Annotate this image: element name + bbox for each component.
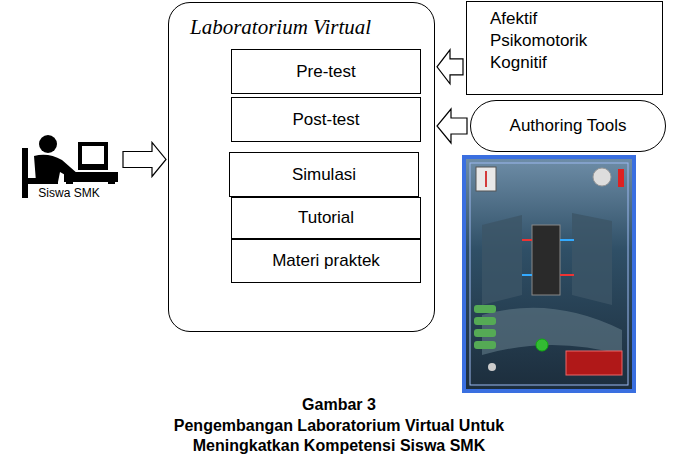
process-box: Post-test bbox=[231, 97, 421, 142]
block-arrow bbox=[123, 142, 166, 176]
box-label: Post-test bbox=[292, 110, 359, 130]
laboratory-box: Laboratorium VirtualPre-testPost-testSim… bbox=[168, 2, 435, 332]
box-label: Tutorial bbox=[298, 208, 354, 228]
domain-box: AfektifPsikomotorikKognitif bbox=[466, 1, 663, 95]
tool-box: Authoring Tools bbox=[470, 100, 666, 152]
box-label: Simulasi bbox=[292, 165, 356, 185]
actor-label: Siswa SMK bbox=[18, 186, 120, 200]
box-label: Authoring Tools bbox=[510, 116, 627, 136]
process-box: Tutorial bbox=[231, 197, 421, 239]
list-item: Afektif bbox=[490, 8, 654, 30]
block-arrow bbox=[437, 109, 467, 143]
box-label: Materi praktek bbox=[272, 251, 380, 271]
figure-number: Gambar 3 bbox=[0, 395, 678, 415]
figure-caption: Pengembangan Laboratorium Virtual Untuk … bbox=[129, 416, 549, 456]
process-box: Simulasi bbox=[229, 152, 419, 197]
panel-heading: Laboratorium Virtual bbox=[169, 3, 434, 40]
simulation-screenshot bbox=[462, 155, 636, 393]
box-label: Pre-test bbox=[296, 62, 356, 82]
block-arrow bbox=[437, 50, 463, 84]
process-box: Pre-test bbox=[231, 49, 421, 94]
process-box: Materi praktek bbox=[231, 239, 421, 283]
list-item: Psikomotorik bbox=[490, 30, 654, 52]
student-actor: Siswa SMK bbox=[18, 120, 120, 204]
list-item: Kognitif bbox=[490, 52, 654, 74]
